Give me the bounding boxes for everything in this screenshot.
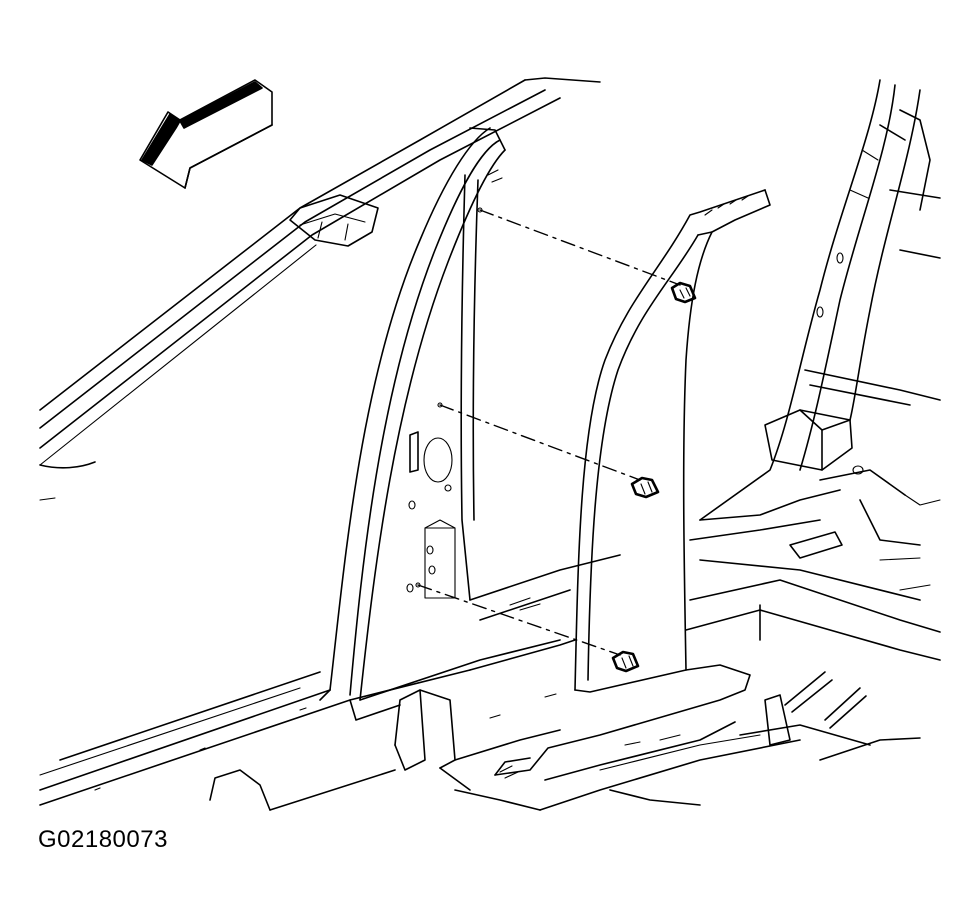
trim-retainer-clip-icon xyxy=(611,650,640,673)
rocker-sill xyxy=(39,639,576,806)
trim-retainer-clip-icon xyxy=(630,476,660,499)
rear-body-structure xyxy=(689,79,941,559)
roof-rail xyxy=(39,77,601,466)
b-pillar-trim-panel xyxy=(494,189,771,781)
alignment-lines xyxy=(415,207,681,656)
front-direction-arrow-icon xyxy=(139,79,273,189)
body-b-pillar xyxy=(319,127,561,701)
trim-retainer-clip-icon xyxy=(670,281,697,304)
figure-id-label: G02180073 xyxy=(38,826,168,853)
floor-structure xyxy=(209,554,941,811)
front-door-opening xyxy=(39,461,96,501)
roof-bracket xyxy=(289,194,379,247)
